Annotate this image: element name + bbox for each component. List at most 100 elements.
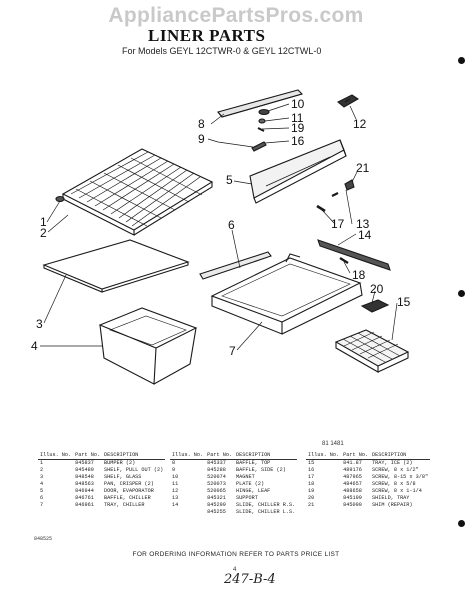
figure-number: 81 1481	[322, 441, 344, 447]
description: SCREW, 8 x 1-1/4	[372, 488, 422, 494]
illus-no: 6	[40, 495, 44, 501]
illus-no: 19	[308, 488, 315, 494]
publication-number: 848525	[34, 536, 53, 542]
part-no: 488658	[343, 488, 362, 494]
part-no: 487965	[343, 474, 362, 480]
part-no: 520065	[207, 488, 226, 494]
part-no: 845288	[207, 467, 226, 473]
callout-10: 10	[291, 97, 305, 111]
illus-no: 9	[172, 467, 176, 473]
leader-lines	[40, 103, 398, 351]
callout-20: 20	[370, 282, 384, 296]
illus-no: 11	[172, 481, 179, 487]
table-row: 11 520073 PLATE (2)	[170, 481, 297, 488]
description: SHELF, PULL OUT (2)	[104, 467, 164, 473]
part-no: 845090	[343, 502, 362, 508]
callout-17: 17	[331, 217, 345, 231]
callout-5: 5	[226, 173, 233, 187]
table-row: 15 841.87 TRAY, ICE (2)	[306, 460, 430, 468]
callout-3: 3	[36, 317, 43, 331]
page-title: LINER PARTS	[148, 26, 266, 45]
description: MAGNET	[236, 474, 255, 480]
description: SHELF, GLASS	[104, 474, 142, 480]
callout-9: 9	[198, 132, 205, 146]
callout-2: 2	[40, 226, 47, 240]
callout-16: 16	[291, 134, 305, 148]
callout-15: 15	[397, 295, 411, 309]
part-no: 848563	[75, 481, 94, 487]
illus-no: 20	[308, 495, 315, 501]
magnet-plate-screw-parts	[257, 108, 270, 132]
description: SLIDE, CHILLER R.S.	[236, 502, 296, 508]
punch-hole-top	[458, 57, 465, 64]
illus-no: 14	[172, 502, 179, 508]
part-no: 520074	[207, 474, 226, 480]
part-no: 848548	[75, 474, 94, 480]
illus-no: 17	[308, 474, 315, 480]
part-no: 484657	[343, 481, 362, 487]
page-number: 4	[233, 567, 237, 573]
header-illus: Illus. No.	[306, 452, 342, 460]
table-row: 845255 SLIDE, CHILLER L.S.	[170, 509, 297, 516]
table-row: 20 845199 SHIELD, TRAY	[306, 495, 430, 502]
illus-no: 4	[40, 481, 44, 487]
part-no: 845199	[343, 495, 362, 501]
illus-no	[170, 509, 205, 516]
callout-13: 13	[356, 217, 370, 231]
part-no: 520073	[207, 481, 226, 487]
description: PLATE (2)	[236, 481, 265, 487]
part-no: 845255	[207, 509, 226, 515]
illus-no: 10	[172, 474, 179, 480]
part-no: 846961	[75, 502, 94, 508]
header-description: DESCRIPTION	[370, 452, 431, 460]
hinge-leaf-part	[337, 94, 360, 108]
illus-no: 2	[40, 467, 44, 473]
part-no: 841.87	[343, 460, 362, 466]
table-row: 2 845489 SHELF, PULL OUT (2)	[38, 467, 165, 474]
description: BAFFLE, TOP	[236, 460, 271, 466]
callout-19: 19	[291, 121, 305, 135]
callout-4: 4	[31, 339, 38, 353]
chiller-baffle-part	[199, 251, 272, 280]
callout-1: 1	[40, 215, 47, 229]
handwritten-note: 247-B-4	[224, 572, 276, 587]
wire-shelf-part	[61, 148, 214, 236]
description: TRAY, ICE (2)	[372, 460, 413, 466]
table-row: 19 488658 SCREW, 8 x 1-1/4	[306, 488, 430, 495]
part-no: 489176	[343, 467, 362, 473]
illus-no: 18	[308, 481, 315, 487]
illus-no: 8	[172, 460, 176, 466]
part-no: 845489	[75, 467, 94, 473]
part-no: 845321	[207, 495, 226, 501]
part-no: 846761	[75, 495, 94, 501]
header-part: Part No.	[341, 452, 371, 460]
callout-11: 11	[291, 111, 304, 125]
part-no: 845337	[207, 460, 226, 466]
illus-no: 15	[308, 460, 315, 466]
models-subtitle: For Models GEYL 12CTWR-0 & GEYL 12CTWL-0	[122, 46, 322, 56]
table-row: 8 845337 BAFFLE, TOP	[170, 460, 297, 468]
top-baffle-part	[217, 89, 304, 118]
callout-6: 6	[228, 218, 235, 232]
description: BAFFLE, CHILLER	[104, 495, 151, 501]
callout-12: 12	[353, 117, 367, 131]
description: SLIDE, CHILLER L.S.	[236, 509, 296, 515]
description: SHIELD, TRAY	[372, 495, 410, 501]
punch-hole-middle	[458, 290, 465, 297]
description: BUMPER (2)	[104, 460, 136, 466]
exploded-parts-diagram	[40, 89, 410, 385]
callout-18: 18	[352, 268, 366, 282]
part-no: 846944	[75, 488, 94, 494]
illus-no: 12	[172, 488, 179, 494]
